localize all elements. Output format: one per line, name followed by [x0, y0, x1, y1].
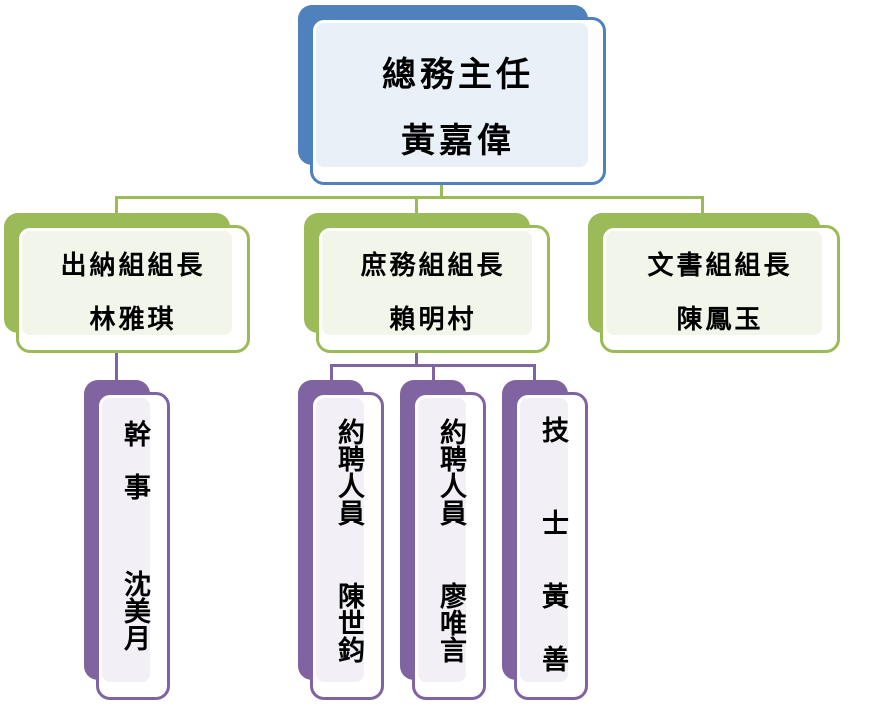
connector-staff-4 [533, 364, 536, 380]
staff-2-name: 陳世鈞 [333, 582, 364, 663]
connector-staff-3 [432, 364, 435, 380]
director-title: 總務主任 [382, 55, 534, 95]
group-3-title: 文書組組長 [647, 251, 793, 281]
connector-top-trunk [440, 172, 443, 198]
connector-green-bar [115, 196, 704, 199]
connector-group-1 [115, 196, 118, 216]
group-node-cashier: 出納組組長 林雅琪 [4, 213, 250, 354]
staff-node-technician: 技士 黃善 [502, 380, 588, 708]
group-3-name: 陳鳳玉 [676, 305, 764, 335]
staff-4-name: 黃善 [537, 582, 568, 708]
group-node-general-affairs: 庶務組組長 賴明村 [304, 213, 550, 354]
staff-4-title: 技士 [537, 416, 568, 602]
group-node-documents: 文書組組長 陳鳳玉 [588, 213, 840, 354]
connector-group-2 [415, 196, 418, 216]
staff-node-contract-1: 約聘人員 陳世鈞 [298, 380, 384, 700]
group-2-title: 庶務組組長 [360, 251, 506, 281]
staff-1-name: 沈美月 [119, 570, 150, 651]
staff-2-title: 約聘人員 [333, 418, 364, 526]
staff-node-clerk: 幹事 沈美月 [84, 380, 170, 700]
director-node: 總務主任 黃嘉偉 [298, 5, 608, 187]
group-1-name: 林雅琪 [89, 305, 177, 335]
connector-staff-2 [330, 364, 333, 380]
connector-purple-trunk [415, 340, 418, 366]
group-2-name: 賴明村 [389, 305, 477, 335]
director-name: 黃嘉偉 [401, 121, 515, 161]
staff-3-title: 約聘人員 [435, 418, 466, 526]
connector-group-3 [701, 196, 704, 216]
staff-3-name: 廖唯言 [435, 582, 466, 663]
connector-staff-1 [115, 340, 118, 380]
staff-1-title: 幹事 [119, 420, 150, 526]
group-1-title: 出納組組長 [60, 251, 206, 281]
staff-node-contract-2: 約聘人員 廖唯言 [400, 380, 486, 700]
